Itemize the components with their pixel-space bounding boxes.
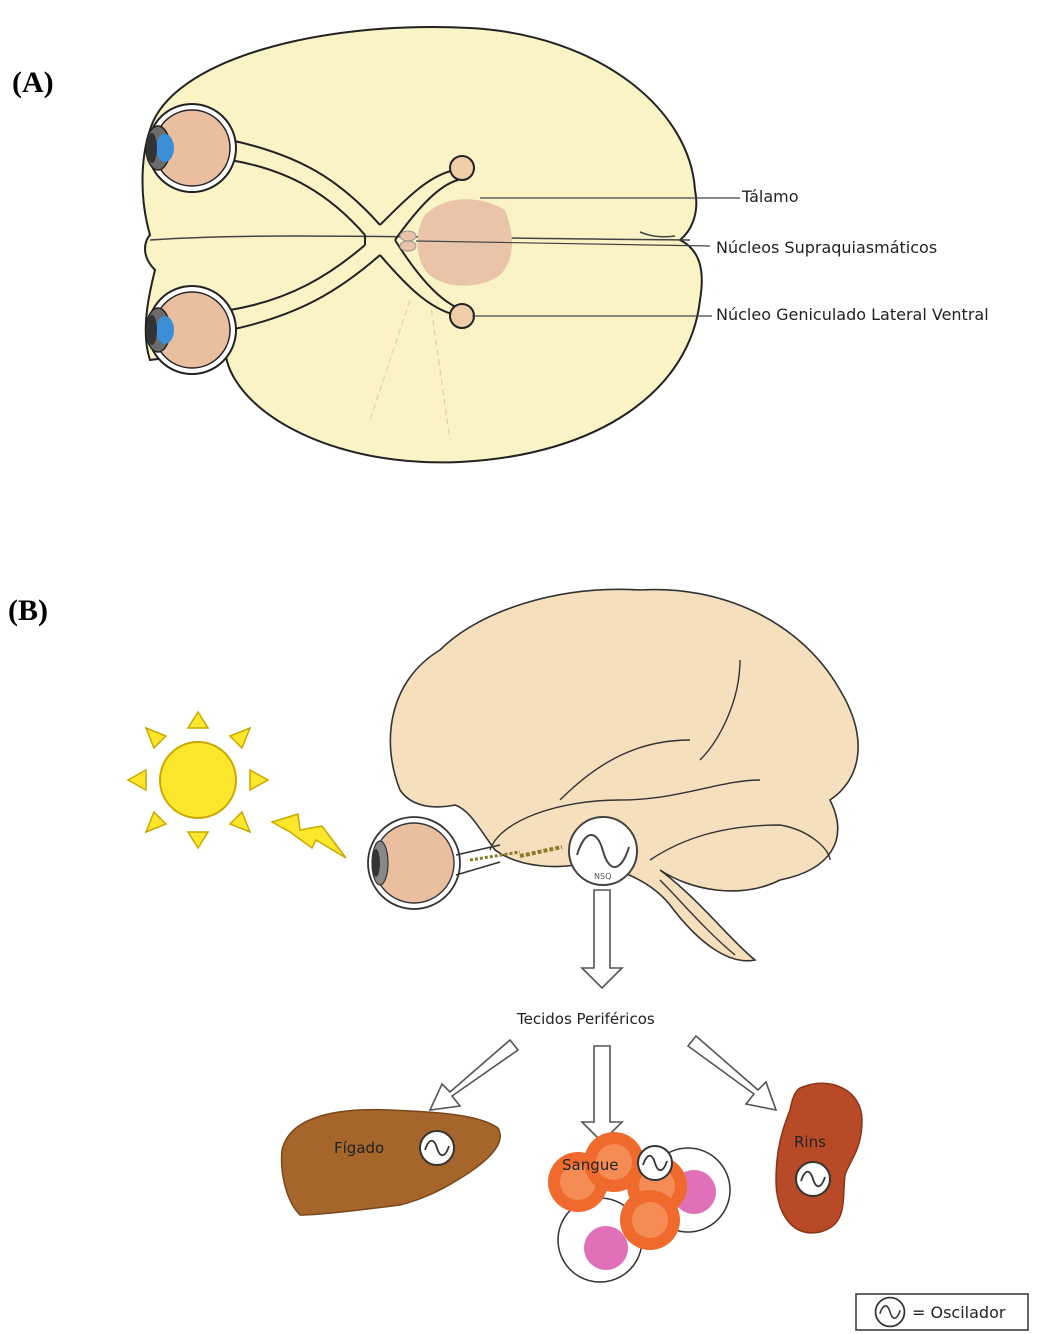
blood-label: Sangue — [562, 1156, 618, 1174]
arrow-to-liver — [430, 1040, 518, 1110]
blood-oscillator-icon — [638, 1146, 672, 1180]
liver-oscillator-icon — [420, 1131, 454, 1165]
kidneys-oscillator-icon — [796, 1162, 830, 1196]
scn-lower — [400, 241, 416, 251]
panel-b-label: (B) — [8, 594, 48, 627]
panel-b: (B) — [8, 589, 1028, 1330]
lgn-upper — [450, 156, 474, 180]
lgn-lower — [450, 304, 474, 328]
light-bolt-icon — [272, 814, 346, 858]
arrow-to-kidneys — [688, 1036, 776, 1110]
legend-oscillator-label: = Oscilador — [912, 1303, 1006, 1322]
scn-label: Núcleos Supraquiasmáticos — [716, 238, 937, 257]
panel-a: (A) — [12, 27, 989, 462]
kidney-shape — [776, 1083, 862, 1233]
vlgn-label: Núcleo Geniculado Lateral Ventral — [716, 305, 989, 324]
kidneys-label: Rins — [794, 1133, 826, 1151]
blood-cells — [548, 1132, 730, 1282]
thalamus-label: Tálamo — [741, 187, 799, 206]
scn-tag: NSQ — [594, 872, 611, 881]
panel-a-label: (A) — [12, 66, 54, 99]
liver-label: Fígado — [334, 1139, 384, 1157]
scn-upper — [400, 231, 416, 241]
eye-upper — [146, 104, 236, 192]
eye-lower — [146, 286, 236, 374]
liver-shape — [282, 1110, 501, 1215]
sun-icon — [128, 712, 268, 848]
peripheral-tissues-label: Tecidos Periféricos — [516, 1010, 655, 1028]
arrow-down-peripheral — [582, 890, 622, 988]
brain-side-view — [390, 589, 858, 960]
arrow-to-blood — [582, 1046, 622, 1142]
legend: = Oscilador — [856, 1294, 1028, 1330]
